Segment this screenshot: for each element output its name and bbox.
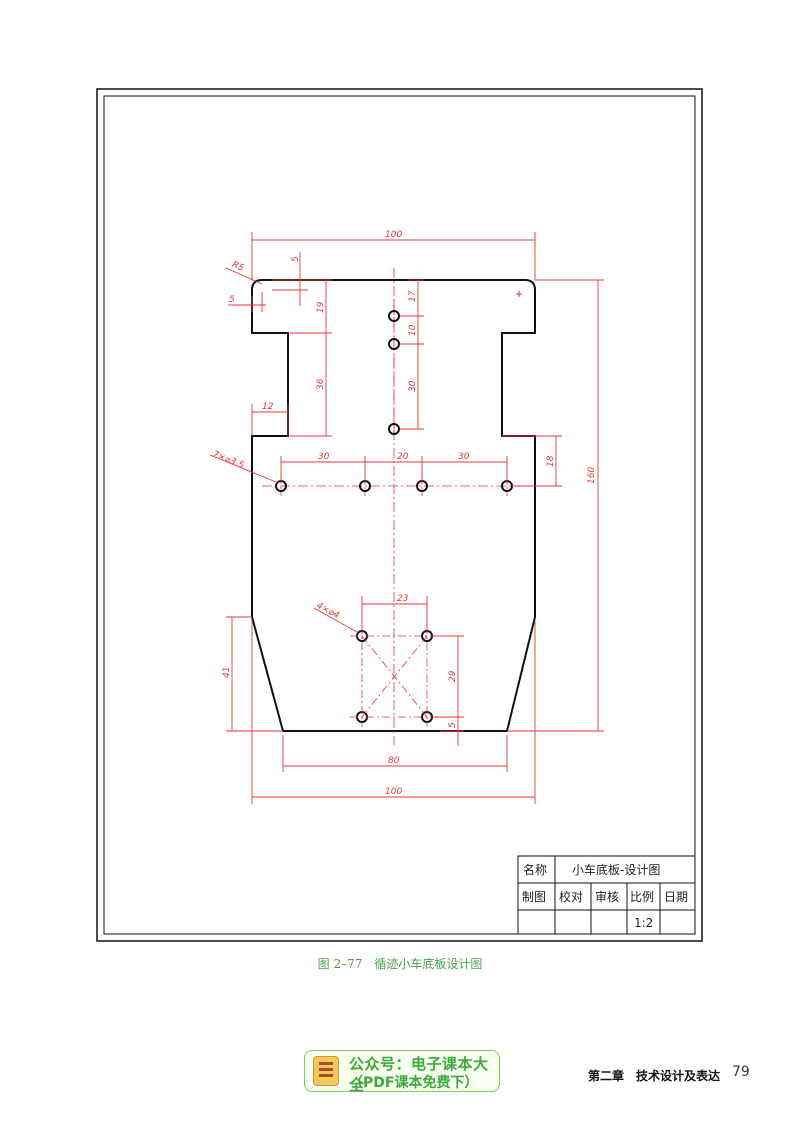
hole [388,338,400,350]
title-block [517,855,696,935]
dim-bottom-80: 80 [388,756,400,766]
title-block-date-label: 日期 [664,890,688,904]
dim-bottom-100: 100 [385,787,402,797]
dim-total-160: 160 [587,467,597,484]
dim-span-30b: 30 [458,452,470,462]
title-block-scale-value: 1:2 [634,916,653,930]
dim-small-holes-label: 4×⌀4 [315,601,341,621]
dim-hole-30: 30 [408,380,418,392]
dim-holes-label: 7×⌀3.5 [211,450,246,472]
figure-number: 图 2–77 [317,957,363,971]
dim-left-36: 36 [316,378,326,390]
dim-corner-radius: R5 [230,260,245,274]
title-block-reviewed-by: 审核 [595,889,619,904]
watermark-line1: 公众号：电子课本大全 [349,1055,489,1094]
dim-left-12: 12 [262,402,274,412]
title-block-name-label: 名称 [523,862,547,877]
dim-span-30a: 30 [318,452,330,462]
dim-corner-v: 5 [291,256,301,262]
title-block-checked-by: 校对 [559,889,583,904]
sheet-inner-border [103,95,696,935]
part-outline [251,279,536,732]
dimension-lines [209,232,604,804]
watermark-badge: 公众号：电子课本大全 （PDF课本免费下） [304,1050,500,1094]
sheet-outer-border [96,88,703,942]
title-block-name-value: 小车底板-设计图 [572,862,660,877]
dim-left-19: 19 [316,301,326,313]
figure-caption: 图 2–77 循迹小车底板设计图 [0,955,800,972]
dim-corner-h: 5 [229,295,235,305]
dim-span-23: 23 [397,594,409,604]
dim-span-29: 29 [448,670,458,682]
title-block-scale-label: 比例 [630,890,654,904]
watermark-line2: （PDF课本免费下） [349,1075,479,1091]
dim-hole-17: 17 [408,290,418,302]
hole [388,423,400,435]
chapter-title: 第二章 技术设计及表达 [588,1069,721,1083]
dim-hole-10: 10 [408,324,418,336]
dim-span-5: 5 [448,722,458,728]
figure-title: 循迹小车底板设计图 [374,957,483,971]
center-lines [262,268,530,745]
dim-span-20: 20 [397,452,409,462]
book-icon [313,1056,339,1086]
hole [388,310,400,322]
dim-right-18: 18 [546,455,556,467]
title-block-drawn-by: 制图 [522,890,546,904]
dim-left-41: 41 [222,667,232,678]
dim-top-width: 100 [385,230,402,240]
page-number: 79 [732,1064,750,1080]
